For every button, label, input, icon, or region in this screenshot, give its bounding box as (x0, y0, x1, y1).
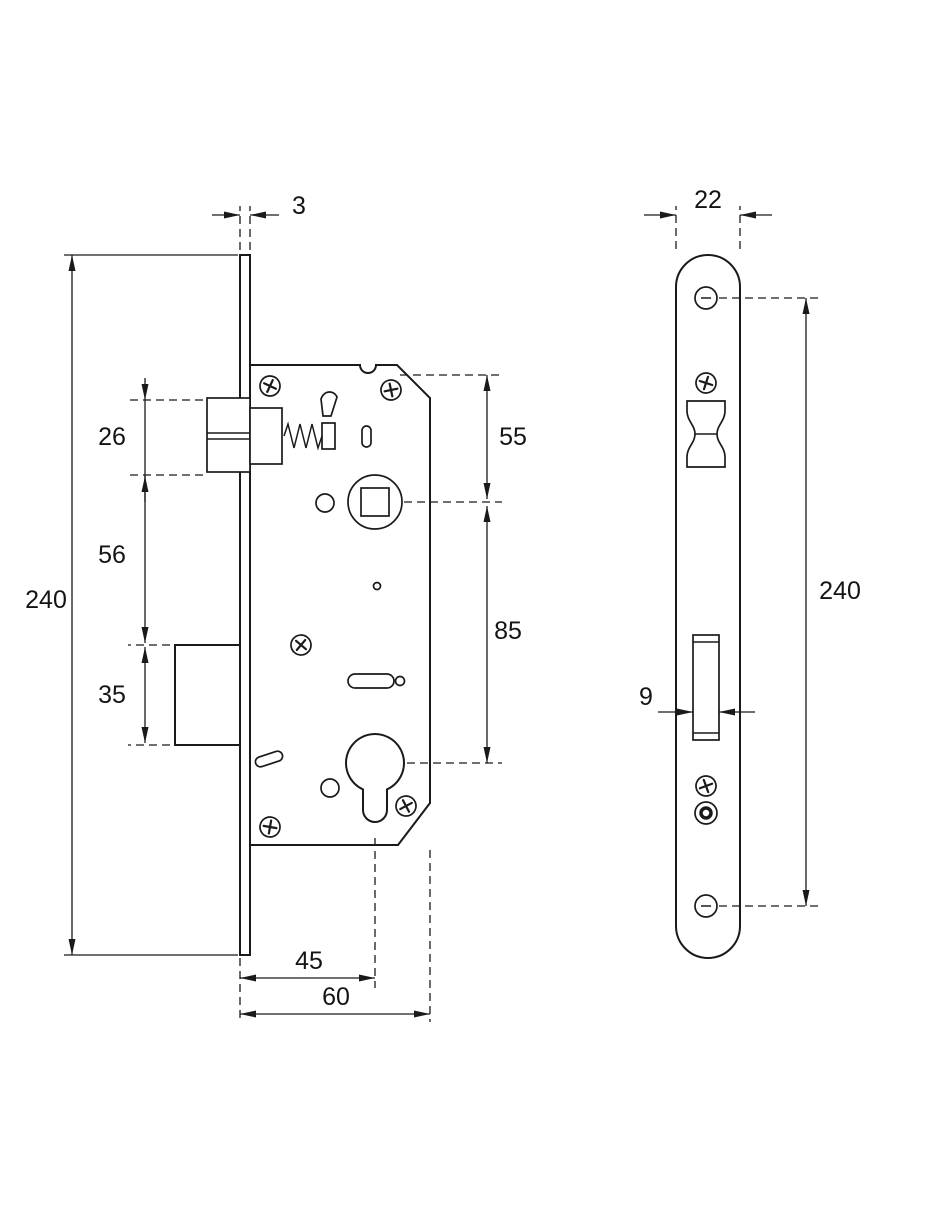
dim-backset: 45 60 (239, 838, 431, 1022)
dim-faceplate-thickness: 3 (212, 192, 306, 250)
screw-icon (259, 375, 281, 397)
screw-icon (395, 795, 417, 817)
latch-cutout (686, 400, 726, 468)
grommet-hole (694, 801, 718, 825)
euro-cylinder-hole (345, 733, 405, 823)
dim-right-column: 55 85 (400, 374, 527, 764)
dim-label: 240 (25, 586, 67, 614)
pivot-dot (372, 581, 382, 591)
latch-pawl (320, 391, 338, 417)
screw-icon (259, 816, 281, 838)
faceplate-edge (239, 254, 251, 956)
lock-body-view: 3 240 26 56 35 (25, 192, 527, 1022)
dim-label: 55 (499, 423, 527, 451)
latch-bolt (206, 391, 372, 473)
dim-label: 35 (98, 681, 126, 709)
dim-label: 56 (98, 541, 126, 569)
latch-spring (283, 421, 323, 451)
screw-icon (380, 379, 402, 401)
dim-label: 26 (98, 423, 126, 451)
dim-label: 85 (494, 617, 522, 645)
dim-label: 9 (639, 683, 653, 711)
dim-left-column: 26 56 35 (98, 378, 203, 746)
deadbolt-cutout (692, 634, 720, 741)
dim-faceplate-height: 240 (25, 254, 238, 956)
hub-hole (315, 493, 335, 513)
dim-bolt-slot-width: 9 (639, 683, 755, 716)
dim-label: 240 (819, 577, 861, 605)
case-hole (320, 778, 340, 798)
fixing-hole-bottom (694, 894, 718, 918)
angled-slot (254, 750, 284, 768)
dim-label: 45 (295, 947, 323, 975)
dim-hole-spacing: 240 (719, 297, 861, 907)
dim-plate-width: 22 (644, 186, 772, 249)
dim-label: 3 (292, 192, 306, 220)
bolt-slot (347, 673, 395, 689)
screw-icon (695, 775, 717, 797)
fixing-hole-top (694, 286, 718, 310)
screw-icon (695, 372, 717, 394)
spindle-follower (347, 474, 403, 530)
slot-end-hole (394, 675, 406, 687)
dim-label: 22 (694, 186, 722, 214)
faceplate-front (675, 254, 741, 959)
strike-plate-view: 22 9 240 (639, 186, 861, 959)
dim-label: 60 (322, 983, 350, 1011)
deadbolt (174, 644, 251, 746)
screw-icon (290, 634, 312, 656)
